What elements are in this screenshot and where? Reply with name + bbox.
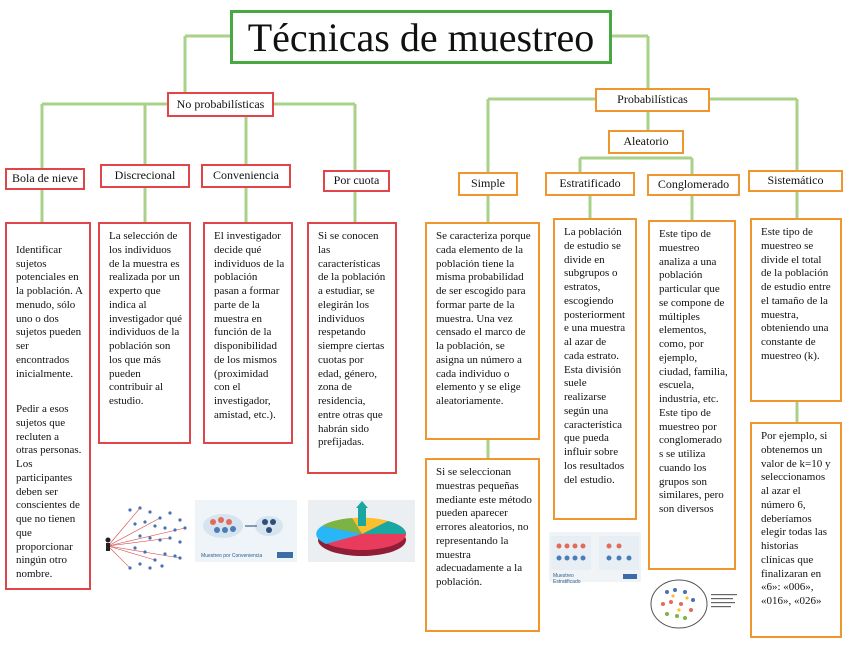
simple-description: Se caracteriza porque cada elemento de l…	[425, 222, 540, 440]
conveniencia-image-caption: Muestreo por Conveniencia	[201, 553, 263, 559]
por-cuota-label: Por cuota	[323, 170, 390, 192]
estratificado-illustration: Muestreo Estratificado	[549, 532, 641, 585]
simple-note: Si se seleccionan muestras pequeñas medi…	[425, 458, 540, 632]
conveniencia-description: El investigador decide qué individuos de…	[203, 222, 293, 444]
conveniencia-illustration: Muestreo por Conveniencia	[195, 500, 297, 562]
sistematico-example: Por ejemplo, si obtenemos un valor de k=…	[750, 422, 842, 638]
bola-de-nieve-label: Bola de nieve	[5, 168, 85, 190]
sistematico-label: Sistemático	[748, 170, 843, 192]
cluster-circle-image	[649, 578, 743, 630]
pie-chart-3d-image	[308, 500, 415, 562]
bola-de-nieve-text-1: Identificar sujetos potenciales en la po…	[16, 243, 83, 380]
simple-label: Simple	[458, 172, 518, 196]
por-cuota-description: Si se conocen las características de la …	[307, 222, 397, 474]
aleatorio-node: Aleatorio	[608, 130, 684, 154]
conglomerado-label: Conglomerado	[647, 174, 740, 196]
estratificado-description: La población de estudio se divide en sub…	[553, 218, 637, 520]
bola-de-nieve-description: Identificar sujetos potenciales en la po…	[5, 222, 91, 590]
bola-de-nieve-text-2: Pedir a esos sujetos que recluten a otra…	[16, 403, 82, 580]
network-diagram-image	[100, 498, 192, 574]
discrecional-label: Discrecional	[100, 164, 190, 188]
no-probabilisticas-node: No probabilísticas	[167, 92, 274, 117]
probabilisticas-node: Probabilísticas	[595, 88, 710, 112]
discrecional-description: La selección de los individuos de la mue…	[98, 222, 191, 444]
estratificado-image-caption: Muestreo Estratificado	[553, 573, 581, 585]
estratificado-label: Estratificado	[545, 172, 635, 196]
sistematico-description: Este tipo de muestreo se divide el total…	[750, 218, 842, 402]
conglomerado-description: Este tipo de muestreo analiza a una pobl…	[648, 220, 736, 570]
page-title: Técnicas de muestreo	[230, 10, 612, 64]
conveniencia-label: Conveniencia	[201, 164, 291, 188]
